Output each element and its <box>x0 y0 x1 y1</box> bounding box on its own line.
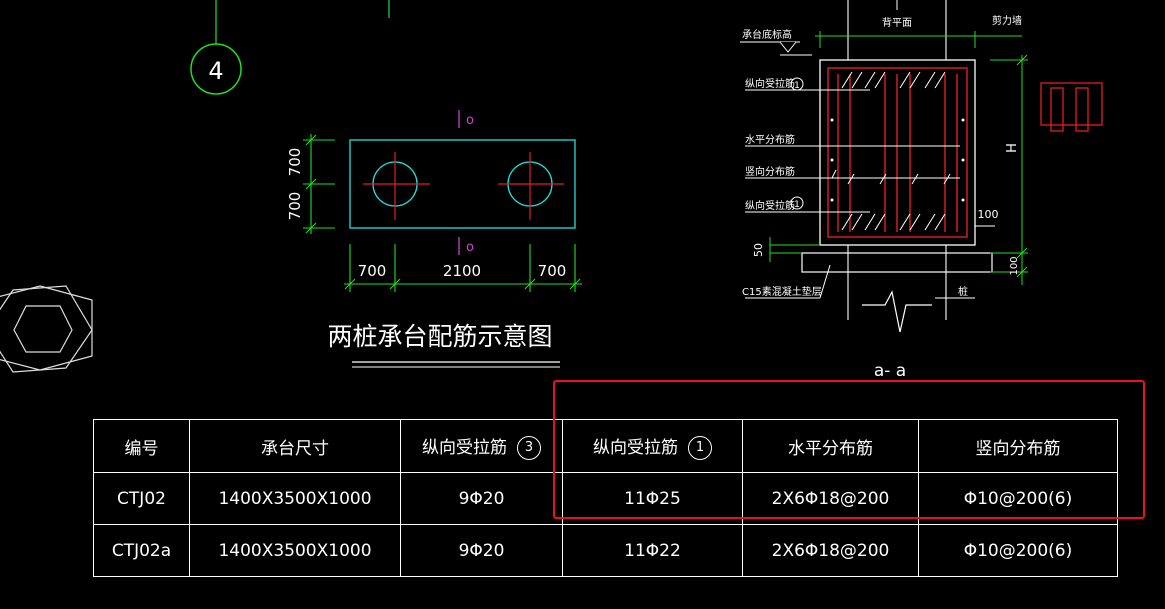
pile-cap-outline <box>349 139 576 229</box>
highlight-box <box>553 380 1145 519</box>
header-id: 编号 <box>93 419 190 473</box>
dim-bottom-2: 2100 <box>443 262 481 280</box>
cell-size: 1400X3500X1000 <box>189 472 401 525</box>
label-column-face: 背平面 <box>882 16 912 29</box>
plan-title: 两桩承台配筋示意图 <box>327 322 552 351</box>
header-size: 承台尺寸 <box>189 419 401 473</box>
label-longitudinal-bottom: 纵向受拉筋 <box>745 199 795 212</box>
cell-long-1: 11Φ22 <box>562 524 743 577</box>
cell-long-3: 9Φ20 <box>400 472 563 525</box>
section-caption: a- a <box>874 361 906 381</box>
cushion-section <box>801 252 993 273</box>
label-longitudinal-top: 纵向受拉筋 <box>745 77 795 90</box>
label-pile: 桩 <box>958 285 968 298</box>
cell-id: CTJ02a <box>93 524 190 577</box>
grid-bubble-label: 4 <box>208 57 223 85</box>
dim-cushion: 100 <box>1009 256 1020 275</box>
dim-bottom-cover: 50 <box>752 243 765 257</box>
table-row: CTJ02a 1400X3500X1000 9Φ20 11Φ22 2X6Φ18@… <box>93 524 1118 577</box>
cell-size: 1400X3500X1000 <box>189 524 401 577</box>
north-symbol <box>0 285 93 373</box>
label-cushion: C15素混凝土垫层 <box>742 285 822 298</box>
dim-height: H <box>1005 143 1020 153</box>
grid-bubble <box>190 43 242 95</box>
cell-vertical: Φ10@200(6) <box>918 472 1118 525</box>
cell-vertical: Φ10@200(6) <box>918 524 1118 577</box>
label-vertical: 竖向分布筋 <box>745 165 795 178</box>
section-mark-bottom: o <box>466 240 474 255</box>
mark-circle-3: 3 <box>517 435 541 460</box>
header-vertical: 竖向分布筋 <box>918 419 1118 473</box>
table-row: CTJ02 1400X3500X1000 9Φ20 11Φ25 2X6Φ18@2… <box>93 472 1118 525</box>
cell-id: CTJ02 <box>93 472 190 525</box>
dim-bottom-1: 700 <box>358 262 387 280</box>
dim-left-top: 700 <box>286 148 304 177</box>
label-horizontal: 水平分布筋 <box>745 133 795 146</box>
cell-long-3: 9Φ20 <box>400 524 563 577</box>
mark-circle-1: 1 <box>688 435 712 460</box>
header-horizontal: 水平分布筋 <box>742 419 919 473</box>
section-mark-top: o <box>466 113 474 128</box>
dim-cover: 100 <box>978 208 999 221</box>
cell-horizontal: 2X6Φ18@200 <box>742 472 919 525</box>
mark-top: 1 <box>794 81 800 91</box>
wall-symbol <box>1040 82 1103 132</box>
cap-section <box>819 59 976 246</box>
mark-bottom: 1 <box>794 200 800 210</box>
section-view: 背平面 剪力墙 <box>740 0 1028 381</box>
cell-horizontal: 2X6Φ18@200 <box>742 524 919 577</box>
dim-bottom-3: 700 <box>538 262 567 280</box>
label-top-right: 剪力墙 <box>992 14 1022 27</box>
dim-left-bottom: 700 <box>286 192 304 221</box>
label-cap-bottom: 承台底标高 <box>742 28 792 41</box>
plan-view: o o 700 700 700 2100 700 <box>286 110 582 368</box>
